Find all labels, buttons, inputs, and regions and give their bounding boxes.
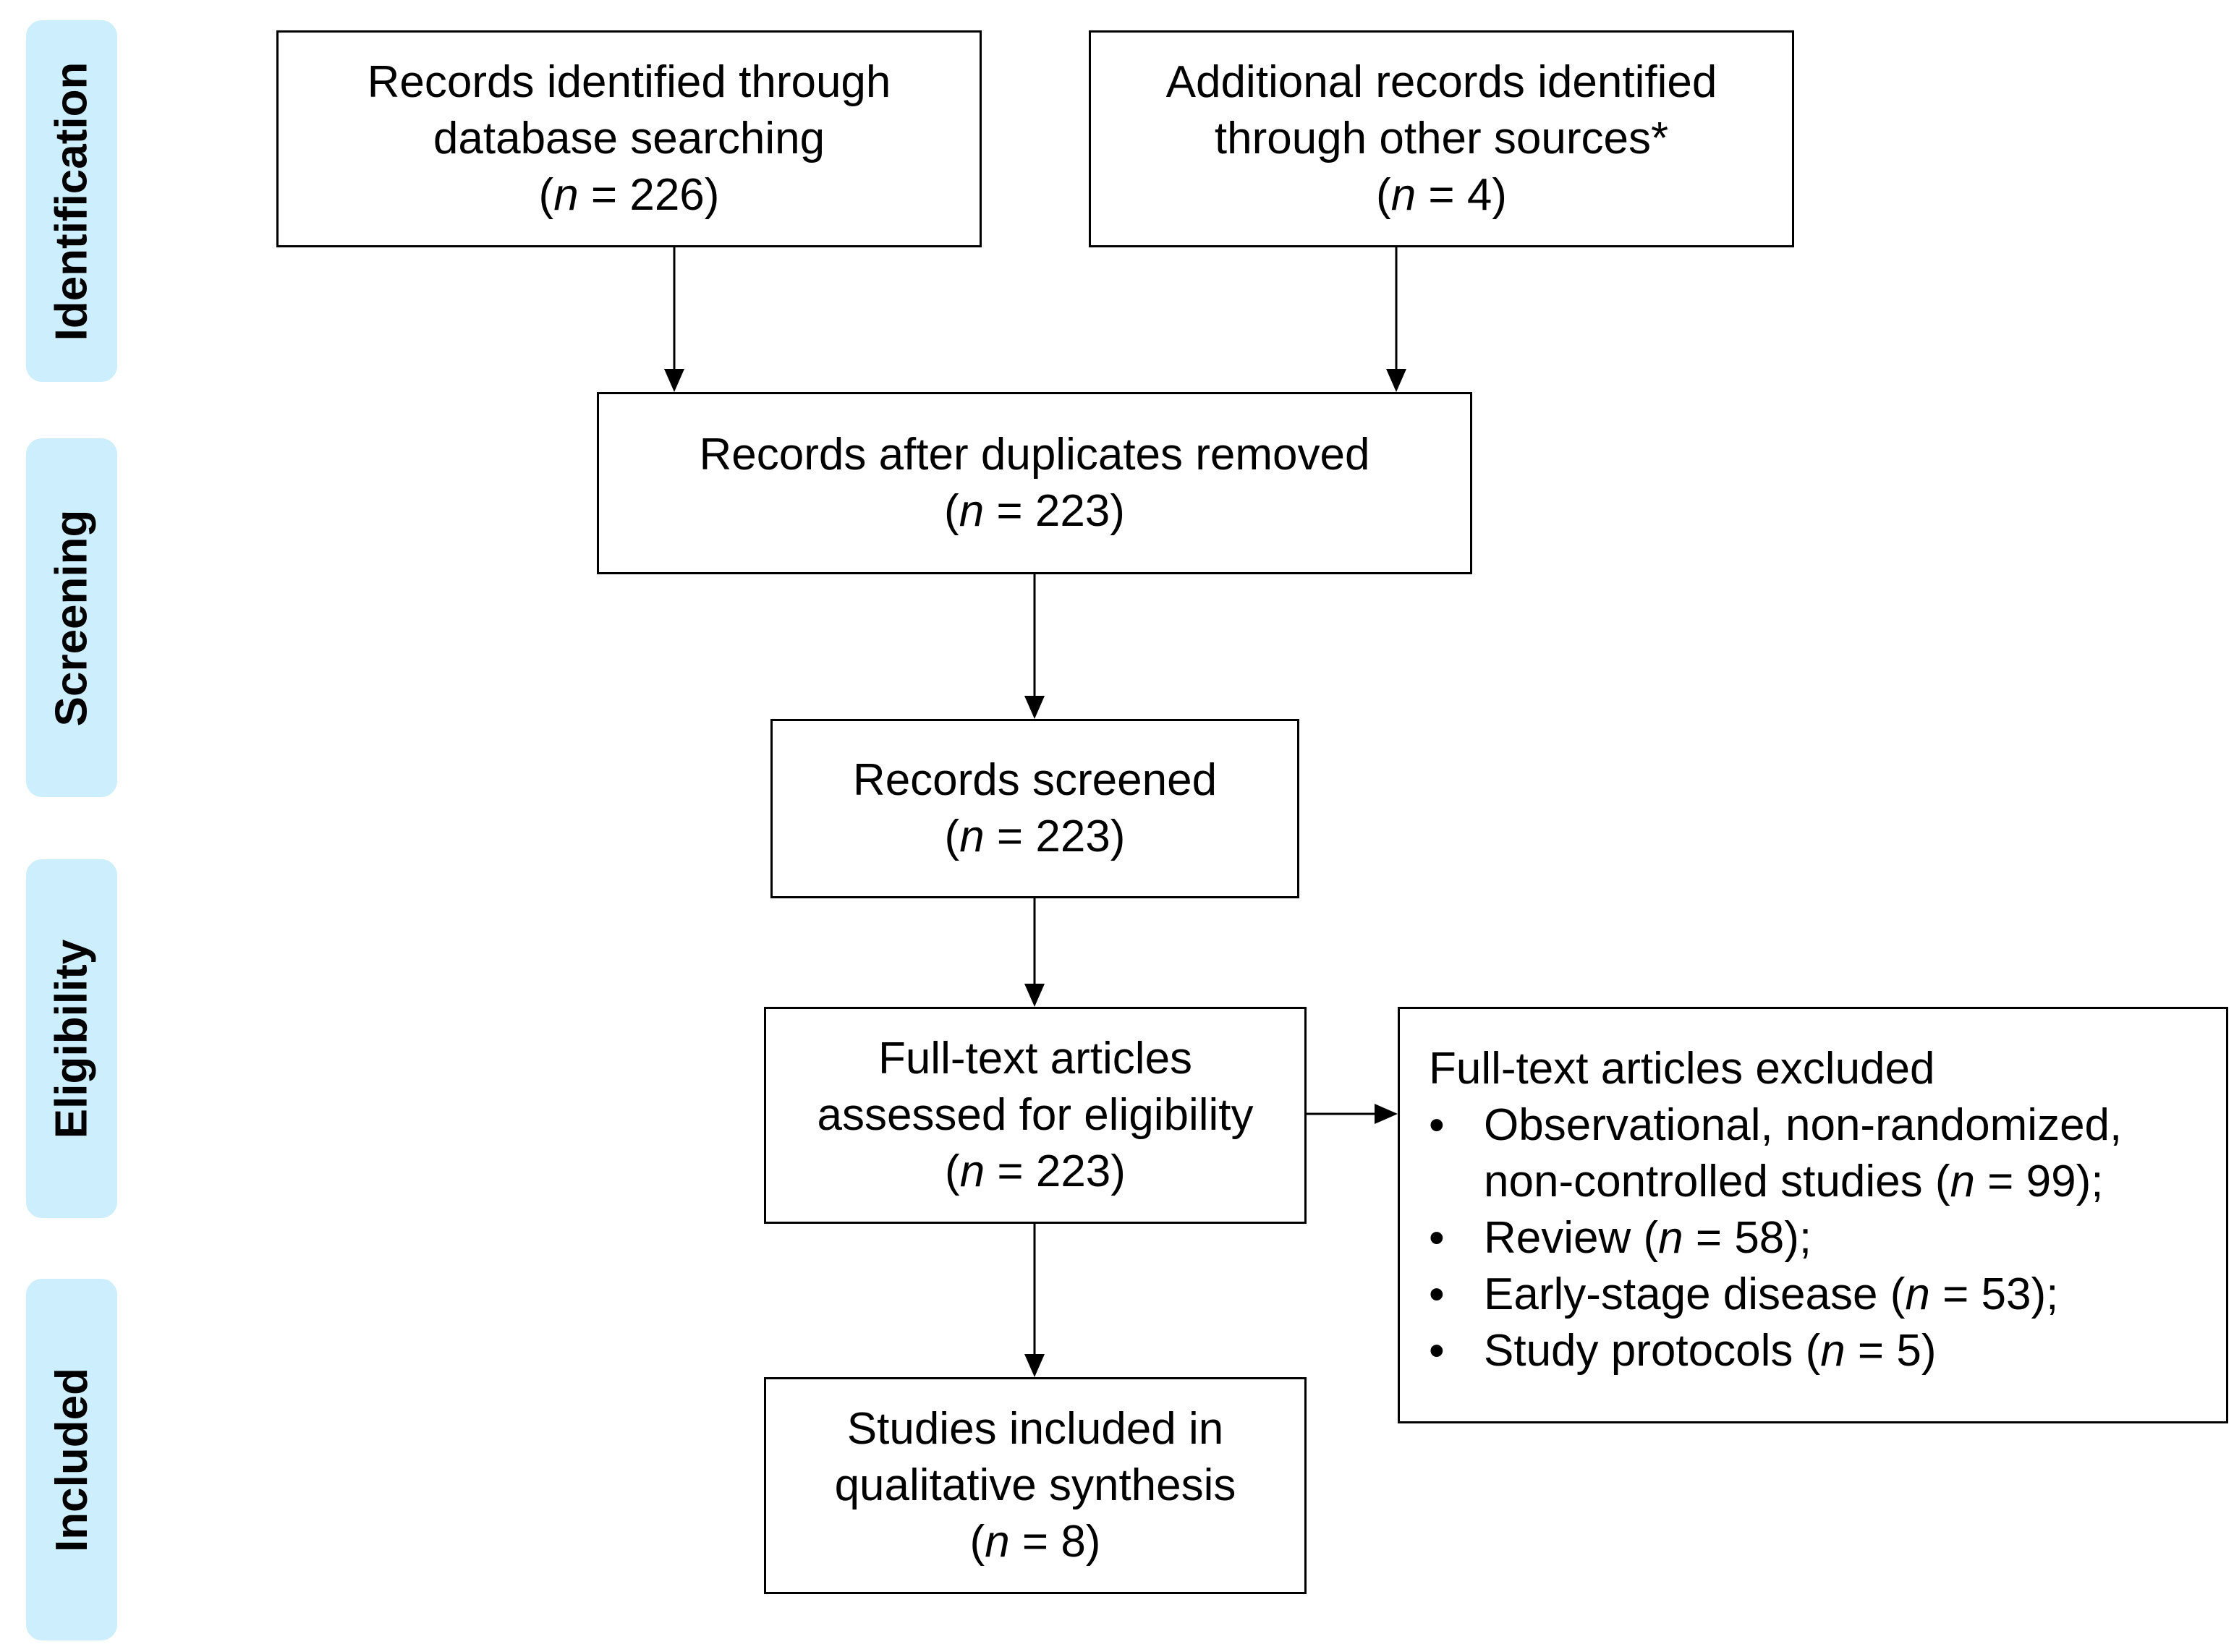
stage-identification: Identification [26,20,117,382]
arrowhead-duplicates-to-screened [1024,696,1045,719]
box-after-duplicates: Records after duplicates removed (n = 22… [597,392,1472,574]
bullet-icon: • [1429,1326,1445,1376]
stage-screening: Screening [26,438,117,797]
database-records-line1: Records identified through [367,57,891,107]
excluded-item-observational: • Observational, non-randomized, non-con… [1429,1097,2204,1210]
bullet-icon: • [1429,1213,1445,1263]
full-text-assessed-count: (n = 223) [945,1146,1126,1196]
after-duplicates-count: (n = 223) [944,486,1125,536]
excluded-item-early-stage: • Early-stage disease (n = 53); [1429,1266,2204,1323]
arrowhead-database-to-duplicates [664,369,684,392]
excluded-list: • Observational, non-randomized, non-con… [1429,1097,2204,1379]
box-included-synthesis: Studies included in qualitative synthesi… [764,1377,1307,1594]
full-text-assessed-line2: assessed for eligibility [817,1090,1254,1140]
excluded-title: Full-text articles excluded [1429,1044,1935,1094]
box-database-records: Records identified through database sear… [276,30,982,247]
arrowhead-screened-to-fulltext [1024,984,1045,1007]
excluded-item-study-protocols: • Study protocols (n = 5) [1429,1323,2204,1379]
screened-count: (n = 223) [944,812,1126,861]
database-records-count: (n = 226) [538,170,720,220]
arrowhead-other-to-duplicates [1386,369,1406,392]
database-records-line2: database searching [433,114,825,163]
box-full-text-assessed: Full-text articles assessed for eligibil… [764,1007,1307,1224]
included-synthesis-count: (n = 8) [969,1517,1101,1567]
other-sources-line1: Additional records identified [1165,57,1717,107]
after-duplicates-line1: Records after duplicates removed [699,430,1370,480]
box-screened: Records screened (n = 223) [770,719,1299,898]
box-other-sources: Additional records identified through ot… [1089,30,1794,247]
excluded-item-review: • Review (n = 58); [1429,1210,2204,1266]
stage-eligibility: Eligibility [26,859,117,1218]
other-sources-line2: through other sources* [1214,114,1669,163]
included-synthesis-line2: qualitative synthesis [834,1460,1236,1510]
arrowhead-fulltext-to-excluded [1375,1104,1398,1124]
other-sources-count: (n = 4) [1376,170,1507,220]
included-synthesis-line1: Studies included in [846,1404,1224,1454]
box-excluded: Full-text articles excluded • Observatio… [1398,1007,2228,1423]
arrowhead-fulltext-to-included [1024,1354,1045,1377]
full-text-assessed-line1: Full-text articles [878,1034,1193,1083]
bullet-icon: • [1429,1269,1445,1319]
stage-included: Included [26,1279,117,1640]
screened-line1: Records screened [852,755,1218,805]
bullet-icon: • [1429,1100,1445,1150]
